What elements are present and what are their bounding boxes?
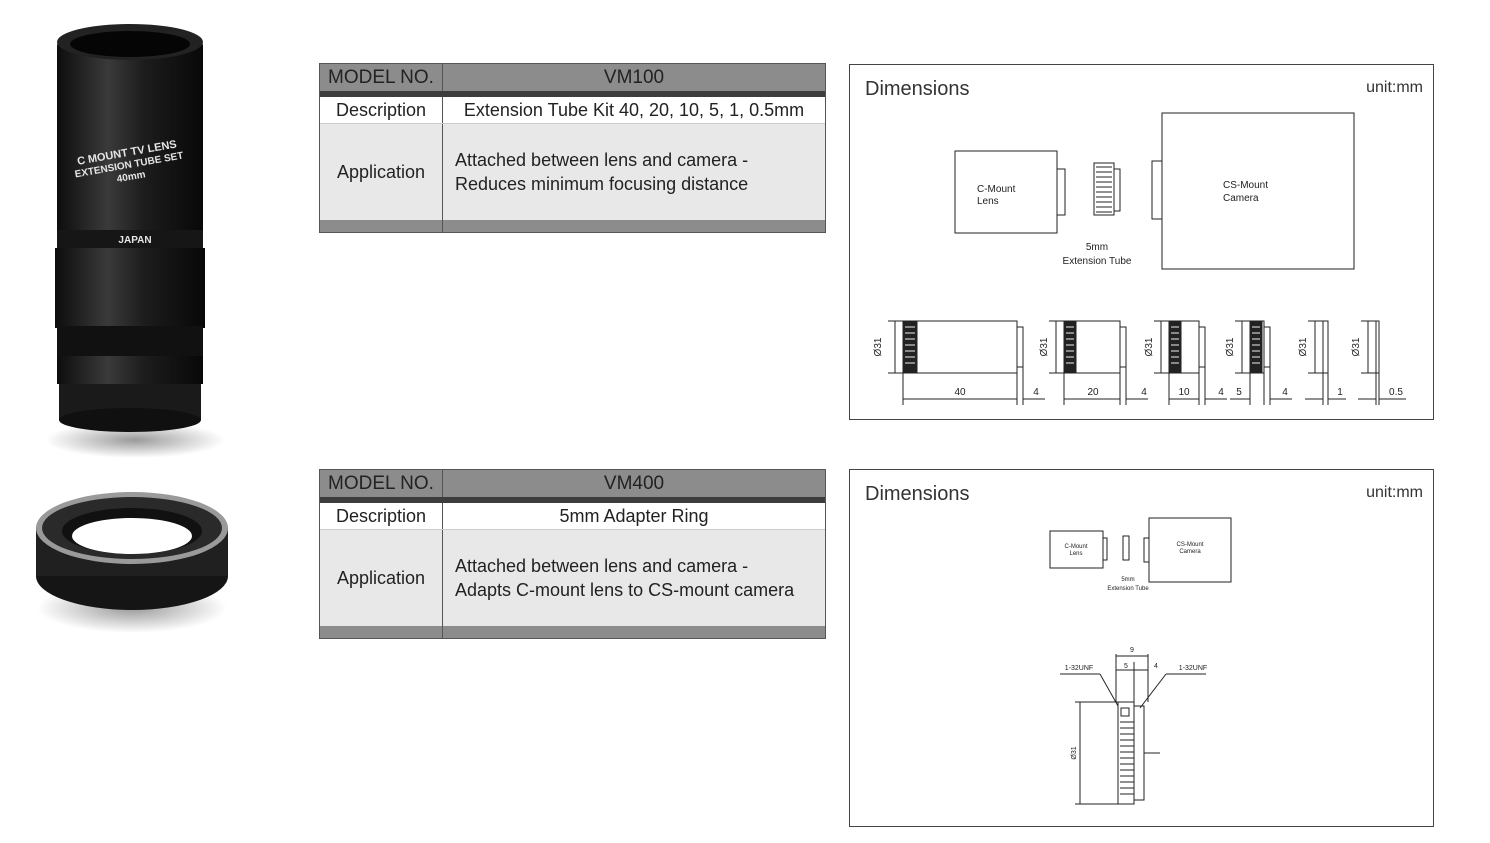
unit-label: unit:mm: [1366, 79, 1423, 96]
dimension-drawing: C-Mount Lens CS-Mount Camera 5mm Extensi…: [873, 112, 1406, 405]
description-label: Description: [320, 503, 443, 529]
thread-spec-label: 1-32UNF: [1065, 665, 1093, 672]
tube-label: 5mm: [1121, 577, 1134, 583]
spec-table-vm400: MODEL NO. VM400 Description 5mm Adapter …: [319, 469, 826, 639]
overall-length-label: 9: [1130, 647, 1134, 654]
camera-label: Camera: [1179, 549, 1201, 555]
dimension-drawing: C-Mount Lens CS-Mount Camera 5mm Extensi…: [1049, 517, 1232, 805]
model-no-value: VM400: [603, 472, 665, 494]
application-line: Adapts C-mount lens to CS-mount camera: [455, 580, 795, 600]
thread-length-label: 4: [1282, 387, 1288, 398]
thread-length-label: 4: [1141, 387, 1147, 398]
length-label: 20: [1087, 387, 1099, 398]
camera-label: Camera: [1223, 193, 1259, 204]
description-value: 5mm Adapter Ring: [559, 505, 709, 526]
lens-label: C-Mount: [977, 184, 1016, 195]
tube-label: Extension Tube: [1063, 256, 1132, 267]
diameter-label: Ø31: [1039, 337, 1050, 356]
diameter-label: Ø31: [1298, 337, 1309, 356]
thread-length-label: 4: [1218, 387, 1224, 398]
right-length-label: 4: [1154, 663, 1158, 670]
spec-footer: [320, 626, 825, 638]
spec-footer: [320, 220, 825, 232]
length-label: 1: [1337, 387, 1343, 398]
extension-tube-photo: C MOUNT TV LENS EXTENSION TUBE SET 40mm …: [45, 24, 225, 458]
left-length-label: 5: [1124, 663, 1128, 670]
spec-table-vm100: MODEL NO. VM100 Description Extension Tu…: [319, 63, 826, 233]
thread-length-label: 4: [1033, 387, 1039, 398]
dimensions-panel-vm400: C-Mount Lens CS-Mount Camera 5mm Extensi…: [849, 469, 1434, 827]
lens-label: Lens: [977, 196, 999, 207]
description-row: Description 5mm Adapter Ring: [320, 503, 825, 530]
unit-label: unit:mm: [1366, 484, 1423, 501]
description-label: Description: [320, 97, 443, 123]
diameter-label: Ø31: [873, 337, 884, 356]
camera-label: CS-Mount: [1176, 542, 1203, 548]
length-label: 5: [1236, 387, 1242, 398]
application-label: Application: [320, 530, 443, 626]
application-line: Attached between lens and camera -: [455, 150, 749, 170]
lens-label: Lens: [1069, 551, 1082, 557]
thread-spec-label: 1-32UNF: [1179, 665, 1207, 672]
camera-box: [1161, 112, 1355, 270]
camera-label: CS-Mount: [1223, 180, 1268, 191]
dimensions-title: Dimensions: [865, 483, 970, 505]
application-line: Reduces minimum focusing distance: [455, 174, 749, 194]
diameter-label: Ø31: [1071, 746, 1078, 759]
description-row: Description Extension Tube Kit 40, 20, 1…: [320, 97, 825, 124]
diameter-label: Ø31: [1144, 337, 1155, 356]
length-label: 10: [1178, 387, 1190, 398]
description-value: Extension Tube Kit 40, 20, 10, 5, 1, 0.5…: [463, 99, 805, 120]
model-no-label: MODEL NO.: [320, 64, 443, 91]
lens-label: C-Mount: [1064, 544, 1087, 550]
dimensions-title: Dimensions: [865, 78, 970, 100]
tube-label: Extension Tube: [1107, 586, 1149, 592]
photo-lettering-line3: 40mm: [116, 169, 146, 185]
length-label: 40: [954, 387, 966, 398]
application-row: Application Attached between lens and ca…: [320, 530, 825, 626]
spec-header: MODEL NO. VM400: [320, 470, 825, 503]
photo-lettering-line4: JAPAN: [118, 235, 151, 246]
adapter-ring-photo: [36, 492, 228, 633]
application-line: Attached between lens and camera -: [455, 556, 749, 576]
diameter-label: Ø31: [1351, 337, 1362, 356]
dimensions-panel-vm100: C-Mount Lens CS-Mount Camera 5mm Extensi…: [849, 64, 1434, 420]
model-no-value: VM100: [603, 66, 665, 88]
application-label: Application: [320, 124, 443, 220]
tube-label: 5mm: [1086, 242, 1108, 253]
application-row: Application Attached between lens and ca…: [320, 124, 825, 220]
spec-header: MODEL NO. VM100: [320, 64, 825, 97]
model-no-label: MODEL NO.: [320, 470, 443, 497]
diameter-label: Ø31: [1225, 337, 1236, 356]
length-label: 0.5: [1389, 387, 1403, 398]
